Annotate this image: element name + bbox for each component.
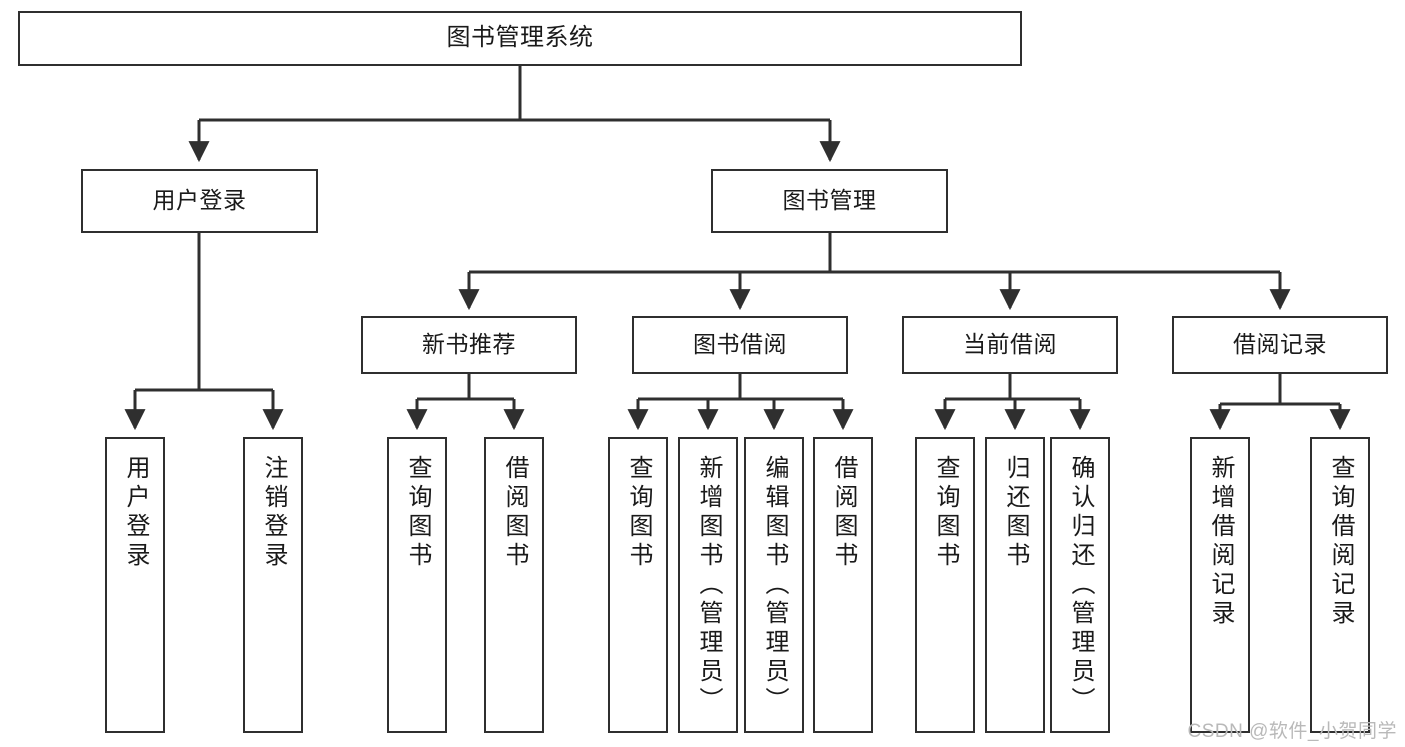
node-leaf-query-books-borrow[interactable]: 查询图书 (608, 437, 668, 733)
node-leaf-edit-book-admin[interactable]: 编辑图书（管理员） (744, 437, 804, 733)
node-label: 借阅图书 (501, 455, 528, 571)
node-leaf-query-borrow-record[interactable]: 查询借阅记录 (1310, 437, 1370, 733)
node-label: 查询图书 (932, 455, 959, 571)
node-leaf-borrow-books-borrow[interactable]: 借阅图书 (813, 437, 873, 733)
node-label: 新增借阅记录 (1207, 455, 1234, 629)
node-leaf-query-books-current[interactable]: 查询图书 (915, 437, 975, 733)
node-leaf-query-books-newbook[interactable]: 查询图书 (387, 437, 447, 733)
node-leaf-borrow-books-newbook[interactable]: 借阅图书 (484, 437, 544, 733)
node-label: 查询图书 (625, 455, 652, 571)
node-leaf-user-login[interactable]: 用户登录 (105, 437, 165, 733)
node-label: 借阅记录 (1233, 331, 1327, 358)
node-user-login[interactable]: 用户登录 (81, 169, 318, 233)
node-borrowing-records[interactable]: 借阅记录 (1172, 316, 1388, 374)
node-label: 用户登录 (122, 455, 149, 571)
node-leaf-confirm-return-admin[interactable]: 确认归还（管理员） (1050, 437, 1110, 733)
node-label: 新书推荐 (422, 331, 516, 358)
node-book-management[interactable]: 图书管理 (711, 169, 948, 233)
node-label: 图书管理 (782, 187, 877, 214)
node-label: 归还图书 (1002, 455, 1029, 571)
node-label: 注销登录 (260, 455, 287, 571)
node-system-root[interactable]: 图书管理系统 (18, 11, 1022, 66)
node-current-borrowing[interactable]: 当前借阅 (902, 316, 1118, 374)
node-label: 新增图书（管理员） (695, 455, 722, 716)
node-leaf-logout[interactable]: 注销登录 (243, 437, 303, 733)
node-label: 图书借阅 (693, 331, 787, 358)
node-label: 确认归还（管理员） (1067, 455, 1094, 716)
watermark-text: CSDN @软件_小贺同学 (1187, 721, 1397, 742)
node-label: 当前借阅 (963, 331, 1057, 358)
node-label: 查询借阅记录 (1327, 455, 1354, 629)
node-label: 查询图书 (404, 455, 431, 571)
node-leaf-add-borrow-record[interactable]: 新增借阅记录 (1190, 437, 1250, 733)
node-leaf-return-books[interactable]: 归还图书 (985, 437, 1045, 733)
node-label: 借阅图书 (830, 455, 857, 571)
node-label: 图书管理系统 (446, 24, 594, 52)
node-book-borrowing[interactable]: 图书借阅 (632, 316, 848, 374)
node-label: 编辑图书（管理员） (761, 455, 788, 716)
node-leaf-add-book-admin[interactable]: 新增图书（管理员） (678, 437, 738, 733)
node-new-book-recommendation[interactable]: 新书推荐 (361, 316, 577, 374)
node-label: 用户登录 (152, 187, 247, 214)
